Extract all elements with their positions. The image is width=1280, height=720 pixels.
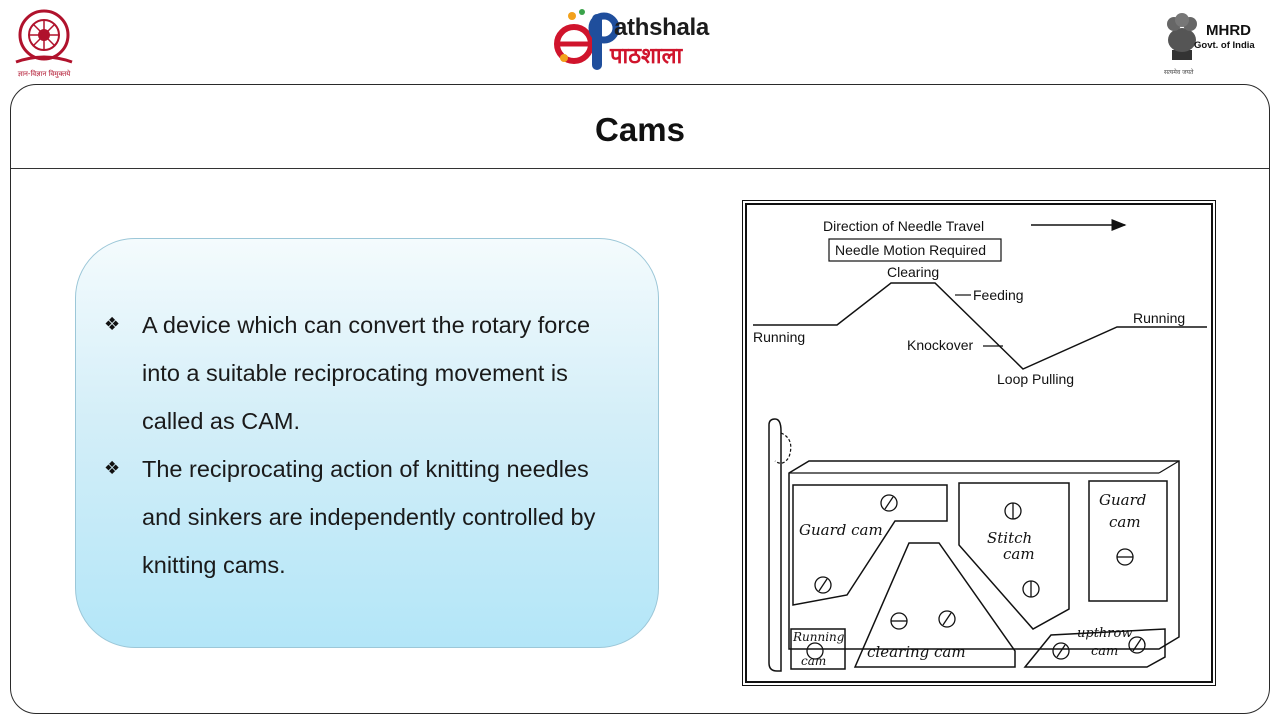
needle-path-line <box>753 282 1207 370</box>
diamond-bullet-icon: ❖ <box>104 458 121 479</box>
upthrow-cam-label-2: cam <box>1091 644 1118 659</box>
clearing-label: Clearing <box>887 264 939 280</box>
screw-slot <box>1056 644 1066 658</box>
running-cam-label-1: Running <box>792 630 845 644</box>
brand-english: athshala <box>614 14 709 41</box>
screw-slot <box>942 612 952 626</box>
bullet-text: The reciprocating action of knitting nee… <box>142 456 596 578</box>
upthrow-cam <box>1023 628 1166 668</box>
screw-icon <box>1128 636 1146 654</box>
mhrd-title: MHRD <box>1206 22 1251 39</box>
screw-icon <box>814 576 832 594</box>
loop-pulling-label: Loop Pulling <box>997 371 1074 387</box>
ugc-emblem-icon <box>8 4 80 82</box>
screw-icon <box>1052 642 1070 660</box>
bullet-item: ❖ A device which can convert the rotary … <box>104 301 634 445</box>
motion-box <box>828 238 1002 262</box>
guard-cam-left-label: Guard cam <box>799 521 883 539</box>
bullet-item: ❖ The reciprocating action of knitting n… <box>104 445 634 589</box>
screw-icon <box>806 642 824 660</box>
cam-block-outline <box>788 460 1180 650</box>
needle-latch <box>774 432 792 464</box>
guard-cam-right-label-1: Guard <box>1099 491 1146 509</box>
mhrd-subtitle: Govt. of India <box>1194 40 1255 51</box>
bullet-list: ❖ A device which can convert the rotary … <box>104 301 634 589</box>
running-cam-label-2: cam <box>801 654 826 668</box>
clearing-cam-label: clearing cam <box>867 643 966 661</box>
stitch-cam-label-1: Stitch <box>987 529 1032 547</box>
running-left-label: Running <box>753 329 805 345</box>
stitch-cam <box>958 482 1070 630</box>
header: ज्ञान-विज्ञान विमुक्तये athshala पाठशाला… <box>0 0 1280 84</box>
screw-slot <box>1132 638 1142 652</box>
clearing-cam <box>853 542 1016 668</box>
knockover-label: Knockover <box>907 337 973 353</box>
direction-label: Direction of Needle Travel <box>823 218 984 234</box>
upthrow-cam-label-1: upthrow <box>1077 626 1132 641</box>
brand-hindi: पाठशाला <box>610 44 683 69</box>
running-right-label: Running <box>1133 310 1185 326</box>
diamond-bullet-icon: ❖ <box>104 314 121 335</box>
slide-title: Cams <box>595 111 685 148</box>
mhrd-motto: सत्यमेव जयते <box>1164 69 1194 76</box>
guard-cam-right-label-2: cam <box>1109 513 1141 531</box>
screw-icon <box>880 494 898 512</box>
bullet-text: A device which can convert the rotary fo… <box>142 312 591 434</box>
title-bar: Cams <box>11 85 1269 169</box>
screw-slot <box>884 496 894 510</box>
cam-diagram-svg: Direction of Needle Travel Needle Motion… <box>753 218 1207 672</box>
epathshala-logo: athshala पाठशाला <box>552 6 752 72</box>
mhrd-logo: MHRD Govt. of India सत्यमेव जयते <box>1160 8 1275 78</box>
needle-icon <box>768 418 782 672</box>
running-cam <box>790 628 846 670</box>
slide-frame: Cams ❖ A device which can convert the ro… <box>10 84 1270 714</box>
guard-cam-left <box>792 484 948 606</box>
stitch-cam-label-2: cam <box>1003 545 1035 563</box>
guard-cam-right <box>1088 480 1168 602</box>
bullet-box: ❖ A device which can convert the rotary … <box>75 238 659 648</box>
ugc-caption: ज्ञान-विज्ञान विमुक्तये <box>17 70 71 78</box>
cam-block-corner <box>1158 460 1180 474</box>
feeding-label: Feeding <box>973 287 1024 303</box>
motion-box-label: Needle Motion Required <box>835 242 986 258</box>
screw-slot <box>818 578 828 592</box>
screw-icon <box>938 610 956 628</box>
cam-diagram: Direction of Needle Travel Needle Motion… <box>742 200 1216 686</box>
